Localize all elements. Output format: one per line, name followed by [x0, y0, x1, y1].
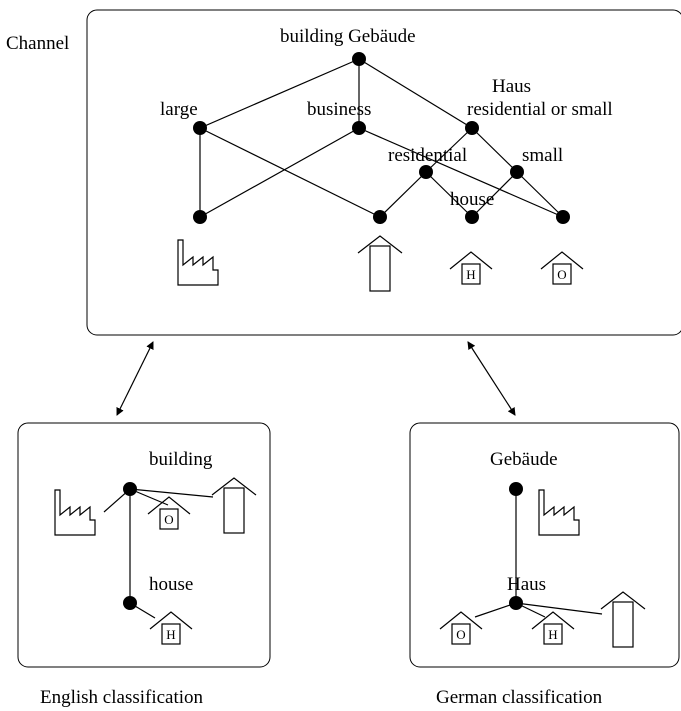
label-business: business: [307, 99, 371, 120]
channel-nodes: [193, 52, 570, 224]
german-box: [409, 422, 680, 668]
en-other-icon-letter: O: [164, 512, 173, 527]
node-de-gebaude: [509, 482, 523, 496]
label-small: small: [522, 145, 563, 166]
label-de-gebaude: Gebäude: [490, 449, 558, 470]
house-icon: H: [531, 611, 575, 645]
german-panel: Gebäude Haus O H: [409, 422, 680, 668]
en-house-icon-letter: H: [166, 627, 175, 642]
edge-de-haus-tower: [515, 602, 603, 615]
factory-icon: [177, 239, 219, 286]
edge-de-haus-other: [474, 602, 517, 618]
label-en-house: house: [149, 574, 193, 595]
channel-edges: [199, 58, 564, 218]
label-haus: Haus: [492, 76, 531, 97]
node-small: [510, 165, 524, 179]
node-building: [352, 52, 366, 66]
arrow-channel-german: [467, 341, 516, 416]
node-en-building: [123, 482, 137, 496]
factory-icon: [538, 489, 580, 536]
edge-ros-residential: [425, 127, 473, 173]
edge-business-leaf4: [358, 127, 564, 218]
channel-panel: Channel: [6, 9, 681, 336]
english-box: [17, 422, 271, 668]
node-business: [352, 121, 366, 135]
label-house: house: [450, 189, 494, 210]
english-panel: building house O H: [17, 422, 271, 668]
node-de-haus: [509, 596, 523, 610]
caption-german: German classification: [436, 687, 603, 708]
tower-icon: [211, 477, 257, 534]
house-icon: H: [149, 611, 193, 645]
node-leaf-other: [556, 210, 570, 224]
edge-building-ros: [358, 58, 473, 129]
factory-icon: [54, 489, 96, 536]
other-building-icon: O: [439, 611, 483, 645]
edge-small-leaf4: [516, 171, 564, 218]
channel-box: [86, 9, 681, 336]
node-large: [193, 121, 207, 135]
node-residential-or-small: [465, 121, 479, 135]
label-en-building: building: [149, 449, 213, 470]
label-large: large: [160, 99, 198, 120]
other-building-icon: O: [147, 496, 191, 530]
edge-residential-house: [425, 171, 473, 218]
edge-residential-leaf2: [379, 171, 427, 218]
edge-small-house: [471, 171, 518, 218]
channel-title: Channel: [6, 33, 69, 54]
tower-icon: [600, 591, 646, 648]
node-leaf-tower: [373, 210, 387, 224]
arrow-channel-english: [116, 341, 154, 416]
label-residential: residential: [388, 145, 467, 166]
node-leaf-factory: [193, 210, 207, 224]
edge-en-building-tower: [129, 488, 214, 498]
caption-english: English classification: [40, 687, 204, 708]
node-en-house: [123, 596, 137, 610]
edge-large-leaf2: [199, 127, 381, 218]
label-de-haus: Haus: [507, 574, 546, 595]
other-building-icon: O: [540, 251, 584, 285]
label-building-gebaude: building Gebäude: [280, 26, 416, 47]
edge-building-large: [199, 58, 360, 129]
house-icon-letter: H: [466, 267, 475, 282]
house-icon: H: [449, 251, 493, 285]
tower-icon: [357, 235, 403, 292]
de-house-icon-letter: H: [548, 627, 557, 642]
node-residential: [419, 165, 433, 179]
label-residential-or-small: residential or small: [467, 99, 613, 120]
node-leaf-house: [465, 210, 479, 224]
edge-ros-small: [471, 127, 518, 173]
de-other-icon-letter: O: [456, 627, 465, 642]
edge-business-leaf1: [199, 127, 360, 218]
other-icon-letter: O: [557, 267, 566, 282]
